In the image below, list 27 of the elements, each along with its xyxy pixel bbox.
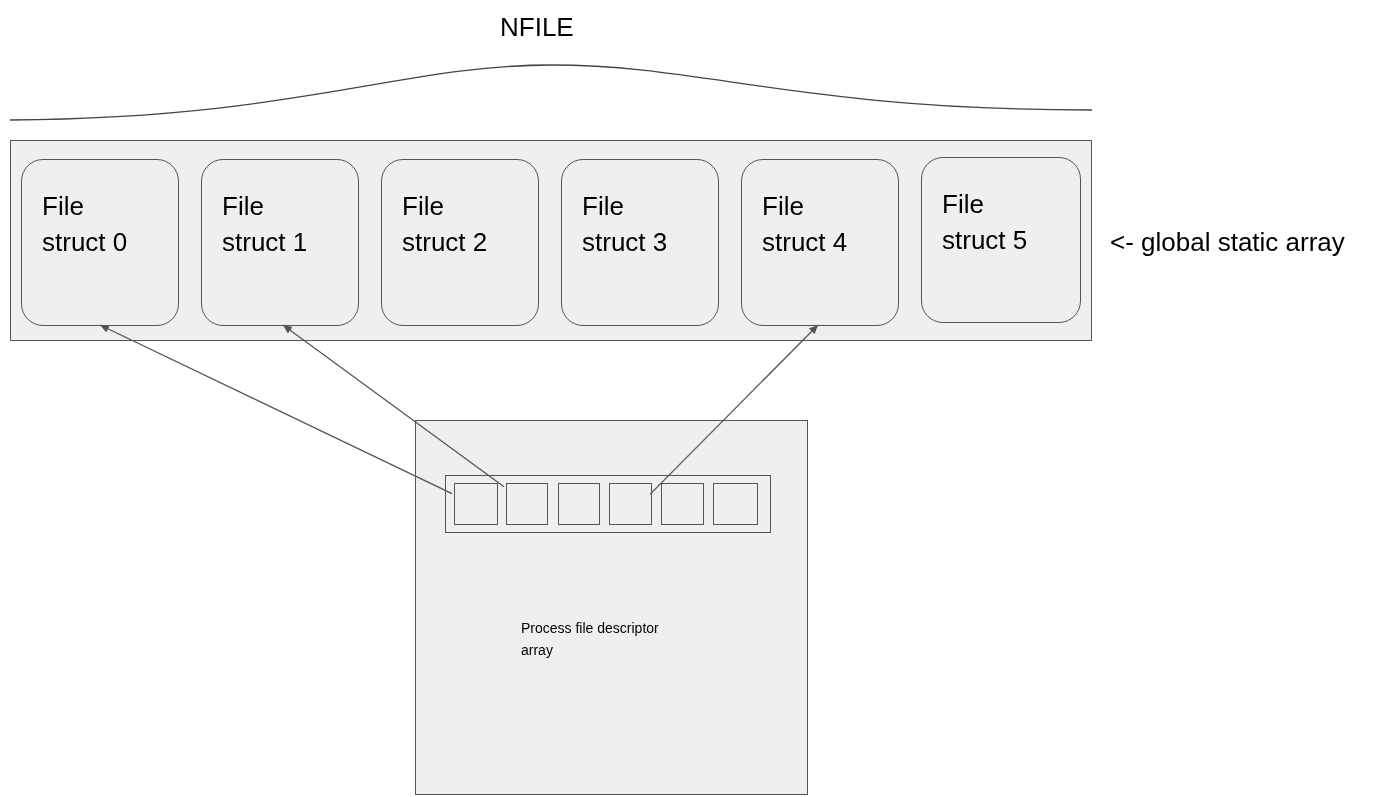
arrow <box>99 324 453 495</box>
arrow <box>649 324 819 496</box>
file-struct-box <box>201 159 359 326</box>
file-struct-box <box>921 157 1081 323</box>
process-box <box>415 420 808 795</box>
annotation-label: <- global static array <box>1110 226 1346 259</box>
arrow <box>282 324 505 488</box>
file-struct-box <box>381 159 539 326</box>
fd-slot-box <box>506 483 548 525</box>
struct-label: File struct 4 <box>762 190 849 259</box>
struct-label: File struct 3 <box>582 190 669 259</box>
array-box <box>10 140 1092 341</box>
struct-label: File struct 1 <box>222 190 309 259</box>
fd-slot-box <box>558 483 600 525</box>
size-label: NFILE <box>500 11 574 44</box>
file-struct-box <box>21 159 179 326</box>
fd-slot-box <box>661 483 704 525</box>
fd-slot-box <box>454 483 498 525</box>
file-struct-box <box>561 159 719 326</box>
struct-label: File struct 2 <box>402 190 489 259</box>
struct-label: File struct 0 <box>42 190 129 259</box>
struct-label: File struct 5 <box>942 188 1029 257</box>
file-struct-box <box>741 159 899 326</box>
array-caption: Process file descriptor array <box>521 619 660 660</box>
fd-slot-box <box>713 483 758 525</box>
fd-slot-box <box>609 483 652 525</box>
fd-array-box <box>445 475 771 533</box>
